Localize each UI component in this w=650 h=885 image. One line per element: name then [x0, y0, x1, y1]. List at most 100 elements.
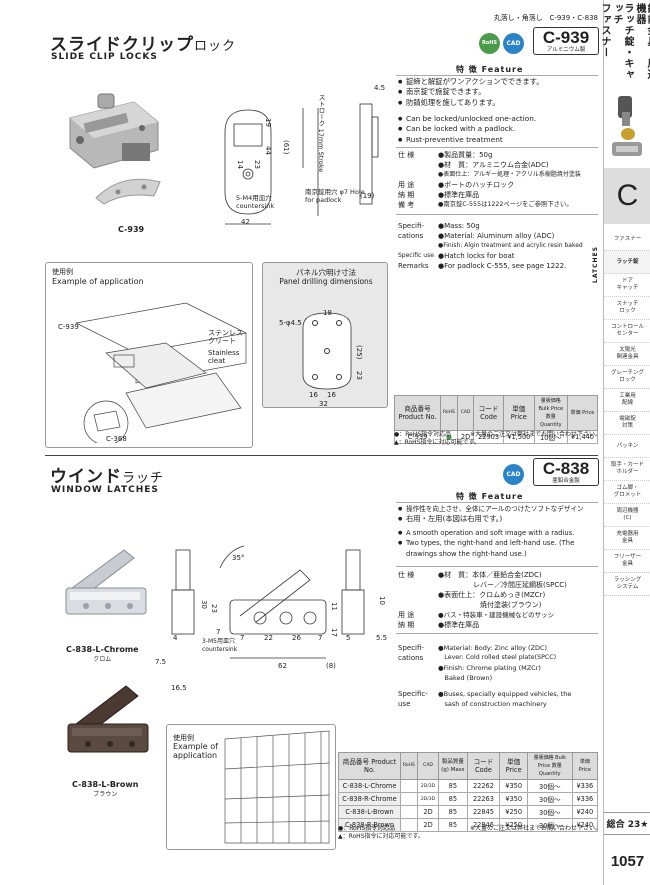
c838-code: C-838 — [542, 459, 590, 478]
sidebar-item[interactable]: 電磁錠 対策 — [604, 412, 650, 435]
sidebar-item[interactable]: フリーザー 金具 — [604, 550, 650, 573]
dim-label: 23 — [210, 604, 218, 613]
header-category: 丸落し・角落し — [493, 14, 543, 22]
dim-label: (19) — [360, 192, 375, 200]
sidebar-col-fastener: ファスナー — [599, 3, 610, 58]
sidebar-item[interactable]: ドア キャッチ — [604, 274, 650, 297]
c939-panel-drilling: パネル穴明け寸法 Panel drilling dimensions 5-φ4.… — [262, 262, 388, 408]
dim-label: 7 — [318, 634, 323, 642]
dim-stroke-label: ストローク 17mm Stroke — [317, 94, 325, 173]
c838-features-en: A smooth operation and soft image with a… — [398, 528, 603, 559]
sidebar-item[interactable]: 周辺機器 (C) — [604, 504, 650, 527]
panel-dim: 32 — [319, 400, 328, 408]
sidebar-item[interactable]: 充電器用 金具 — [604, 527, 650, 550]
sidebar-category-header: ファスナー ラッチ錠・キャッチ 錠前金具・周辺機器 — [599, 0, 650, 88]
feature-item: 右用・左用(本図は右用です。) — [398, 514, 603, 525]
panel-dim: 16 — [327, 391, 336, 399]
dim-label: 44 — [264, 146, 272, 155]
dim-label: (8) — [326, 662, 336, 670]
c939-title-en: SLIDE CLIP LOCKS — [51, 52, 158, 62]
rohs-note: ▲：RoHS指令に対応可能です。 — [394, 439, 480, 446]
sidebar-item[interactable]: ラッシング システム — [604, 573, 650, 596]
c939-material-note: アルミニウム製 — [546, 47, 586, 53]
c939-usage-panel: 使用例 Example of application C-939 ステンレス ク… — [45, 262, 253, 448]
dim-label: 14 — [236, 160, 244, 169]
total-catalog-label: 総合 23★ — [604, 812, 650, 835]
c939-price-table: 商品番号 Product No. RoHS CAD コード Code 単価 Pr… — [394, 395, 599, 444]
feature-item: Can be locked/unlocked one-action. — [398, 114, 603, 125]
panel-drilling-title-en: Panel drilling dimensions — [279, 277, 373, 286]
table-row: C-939 ● 2D 22903 ¥1,500 10個〜 ¥1,440 — [394, 430, 599, 444]
sidebar-item-latch[interactable]: ラッチ錠 — [604, 251, 650, 274]
sidebar-item[interactable]: 取手・カード ホルダー — [604, 458, 650, 481]
sidebar-col-latch: ラッチ錠・キャッチ — [611, 3, 633, 80]
sidebar: ファスナー ラッチ錠・キャッチ 錠前金具・周辺機器 C LATCHES ファスナ… — [592, 0, 650, 885]
usage-title: 使用例 — [173, 734, 194, 742]
feature-item: 錠締と解錠がワンアクションでできます。 — [398, 77, 603, 88]
rohs-note: ●：RoHS指令対応品 — [394, 431, 452, 438]
panel-dim: 23 — [355, 371, 363, 380]
usage-label-c939: C-939 — [58, 323, 79, 331]
c838-spec-jp: 仕 様●材 質：本体／亜鉛合金(ZDC) レバー／冷間圧延鋼板(SPCC) ●表… — [398, 571, 567, 629]
c939-technical-drawing — [224, 103, 379, 225]
dim-label: 42 — [241, 218, 250, 226]
dim-label: 62 — [278, 662, 287, 670]
sidebar-item[interactable]: 太陽光 関連金具 — [604, 343, 650, 366]
dim-label: 4.5 — [374, 84, 386, 92]
header-codes: C-939・C-838 — [549, 14, 598, 22]
dim-label: 26 — [292, 634, 301, 642]
c939-code: C-939 — [542, 28, 590, 47]
feature-item: 操作性を向上させ、全体にアールのつけたソフトなデザイン — [398, 504, 603, 515]
c838-chrome-photo — [65, 549, 147, 615]
c838-title-en: WINDOW LATCHES — [51, 485, 159, 495]
page-header: 丸落し・角落し C-939・C-838 — [494, 13, 598, 23]
usage-title-en: Example of application — [52, 277, 144, 286]
usage-label-stainless-en: Stainless cleat — [208, 349, 240, 365]
usage-title: 使用例 — [52, 268, 73, 276]
panel-drilling-title: パネル穴明け寸法 — [296, 268, 356, 277]
sidebar-item[interactable]: ファスナー — [604, 228, 650, 251]
sidebar-product-photo — [612, 96, 642, 156]
feature-item: Can be locked with a padlock. — [398, 124, 603, 135]
sidebar-footer: 総合 23★ 1057 — [604, 812, 650, 870]
sidebar-item[interactable]: グレーチング ロック — [604, 366, 650, 389]
usage-title-en: Example of application — [173, 742, 218, 760]
usage-label-stainless: ステンレス クリート — [208, 329, 243, 345]
sidebar-item[interactable]: スナッチ ロック — [604, 297, 650, 320]
window-illustration — [224, 730, 330, 844]
cad-badge: CAD — [503, 33, 524, 54]
sidebar-item[interactable]: 工業用 配線 — [604, 389, 650, 412]
dim-label: 11 — [330, 602, 338, 611]
panel-drilling-drawing — [302, 312, 352, 390]
dim-label: 10 — [378, 596, 386, 605]
dim-label: 7 — [216, 628, 221, 636]
sidebar-category-list: ファスナー ラッチ錠 ドア キャッチ スナッチ ロック コントロール センター … — [604, 228, 650, 596]
dim-label: (61) — [282, 140, 290, 155]
c838-brown-photo — [67, 685, 149, 753]
c939-feature-title: 特 徴 Feature — [456, 65, 524, 74]
bulk-note: ※大量のご注文は弊社までお問い合わせ下さい。 — [470, 431, 602, 438]
sidebar-item[interactable]: ゴム脚・ グロメット — [604, 481, 650, 504]
feature-item: 防錆処理を施してあります。 — [398, 98, 603, 109]
sidebar-item[interactable]: パッキン — [604, 435, 650, 458]
cad-badge: CAD — [503, 464, 524, 485]
dim-label: 19 — [264, 118, 272, 127]
feature-item: Rust-preventive treatment — [398, 135, 603, 146]
feature-item: A smooth operation and soft image with a… — [398, 528, 603, 539]
c838-spec-en: Specifi-●Material: Body: Zinc alloy (ZDC… — [398, 644, 572, 708]
c838-feature-title: 特 徴 Feature — [456, 492, 524, 501]
dim-countersink-label: 3-M5用皿穴 countersink — [202, 638, 238, 653]
sidebar-item[interactable]: コントロール センター — [604, 320, 650, 343]
rohs-badge: RoHS — [479, 33, 500, 54]
sidebar-section-letter: C — [604, 168, 650, 224]
dim-label: 5.5 — [376, 634, 388, 642]
feature-item: 南京錠で施錠できます。 — [398, 87, 603, 98]
bulk-note: ※大量のご注文は弊社までお問い合わせ下さい。 — [470, 825, 602, 832]
c838-features-jp: 操作性を向上させ、全体にアールのつけたソフトなデザイン 右用・左用(本図は右用で… — [398, 504, 603, 525]
c939-title: スライドクリップロック — [50, 35, 237, 55]
